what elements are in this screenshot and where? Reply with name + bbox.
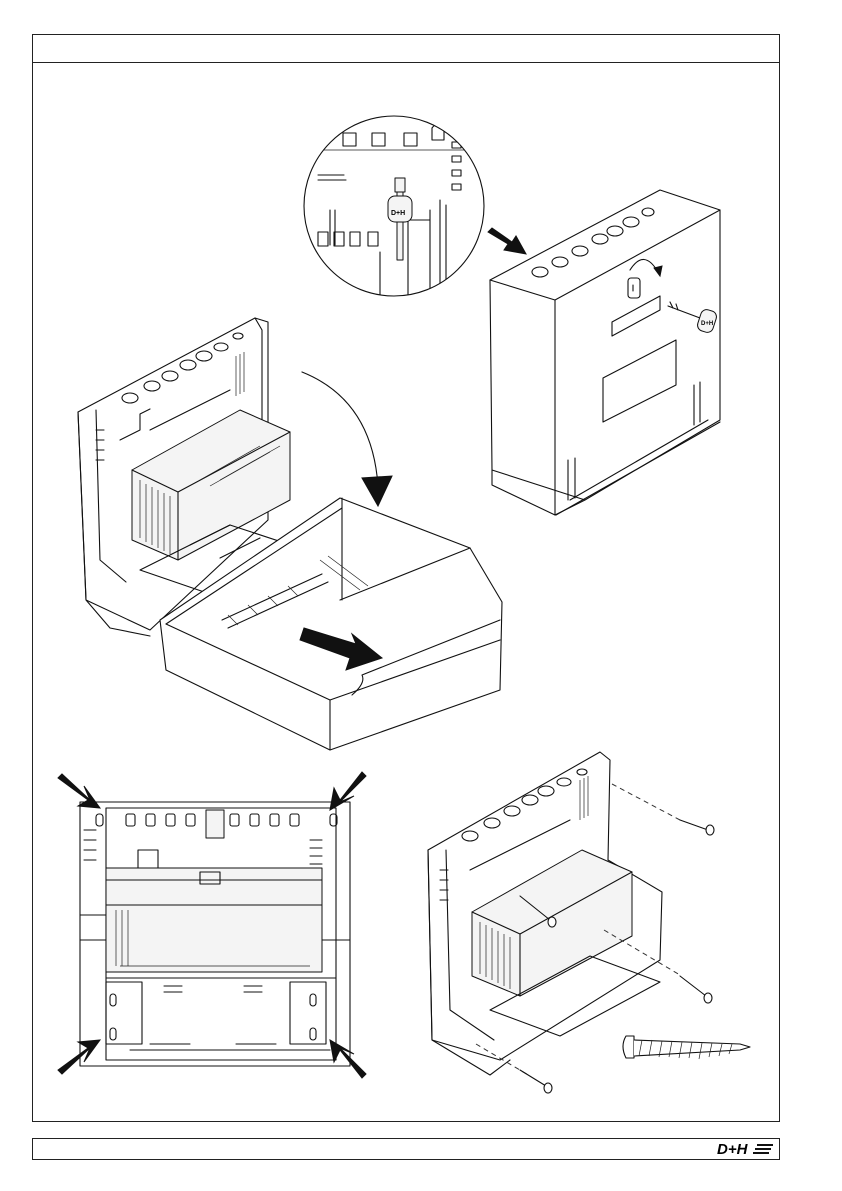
screw-icon [520,1070,552,1093]
key-badge-small: D+H [701,321,713,327]
key-lock-detail: D+H [304,116,484,302]
black-arrow-icon [58,774,100,808]
screw-icon [680,820,714,835]
screw-icon [623,1036,750,1059]
opened-housing-with-cover [78,318,502,750]
key-badge: D+H [391,210,405,217]
base-front-view [58,772,366,1078]
closed-housing: D+H [490,190,720,515]
curved-arrow-icon [302,372,378,486]
base-mounting-view [428,752,750,1093]
screw-icon [680,976,712,1003]
black-arrow-icon [488,228,526,254]
